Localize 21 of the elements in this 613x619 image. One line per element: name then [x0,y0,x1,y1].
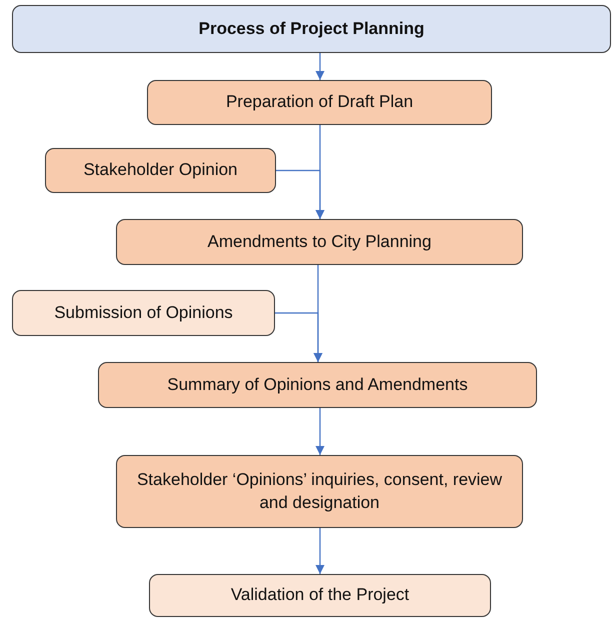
arrow [316,53,324,80]
process-box [12,290,275,336]
arrow [316,528,324,574]
box-label: Stakeholder ‘Opinions’ inquiries, consent, review and designation [136,469,504,514]
process-box [149,574,491,617]
process-box [45,148,276,193]
box-label: Preparation of Draft Plan [226,91,414,114]
box-label: Stakeholder Opinion [83,159,238,182]
process-box [147,80,492,125]
box-label: Amendments to City Planning [208,230,432,253]
arrow [316,408,324,455]
box-label: Process of Project Planning [198,18,424,40]
header-box [12,5,611,53]
process-box [98,362,537,408]
arrow [276,170,324,219]
box-label: Submission of Opinions [54,302,233,324]
arrow [275,312,322,362]
process-box [116,219,523,265]
box-label: Validation of the Project [230,584,410,606]
box-label: Summary of Opinions and Amendments [167,374,468,396]
process-box [116,455,523,528]
